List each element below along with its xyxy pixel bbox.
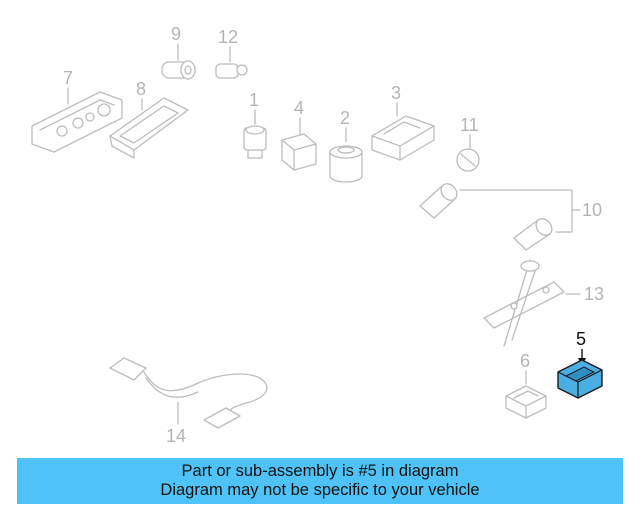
part-9[interactable]: 9 xyxy=(161,24,196,80)
callout-9: 9 xyxy=(171,24,181,44)
part-8[interactable]: 8 xyxy=(109,79,189,159)
callout-5: 5 xyxy=(576,329,586,349)
banner-line-2: Diagram may not be specific to your vehi… xyxy=(160,481,480,499)
part-10[interactable]: 10 xyxy=(419,181,602,251)
callout-8: 8 xyxy=(136,79,146,99)
callout-3: 3 xyxy=(391,83,401,103)
part-2[interactable]: 2 xyxy=(329,108,363,183)
callout-2: 2 xyxy=(340,108,350,128)
part-6[interactable]: 6 xyxy=(505,351,547,419)
callout-1: 1 xyxy=(249,90,259,110)
banner-line-1: Part or sub-assembly is #5 in diagram xyxy=(181,462,459,480)
part-4[interactable]: 4 xyxy=(281,98,317,171)
part-13[interactable]: 13 xyxy=(483,259,604,347)
callout-6: 6 xyxy=(520,351,530,371)
info-banner: Part or sub-assembly is #5 in diagram Di… xyxy=(17,458,623,504)
callout-12: 12 xyxy=(218,27,238,47)
callout-11: 11 xyxy=(460,115,479,135)
part-11[interactable]: 11 xyxy=(456,115,480,172)
part-12[interactable]: 12 xyxy=(215,27,248,79)
part-5-highlighted[interactable]: 5 xyxy=(557,329,603,399)
part-7[interactable]: 7 xyxy=(31,68,123,153)
part-1[interactable]: 1 xyxy=(243,90,267,159)
callout-10: 10 xyxy=(582,200,602,220)
callout-4: 4 xyxy=(294,98,304,118)
callout-14: 14 xyxy=(166,426,186,446)
part-14[interactable]: 14 xyxy=(109,357,268,446)
callout-7: 7 xyxy=(63,68,73,88)
part-3[interactable]: 3 xyxy=(371,83,435,161)
callout-13: 13 xyxy=(584,284,604,304)
